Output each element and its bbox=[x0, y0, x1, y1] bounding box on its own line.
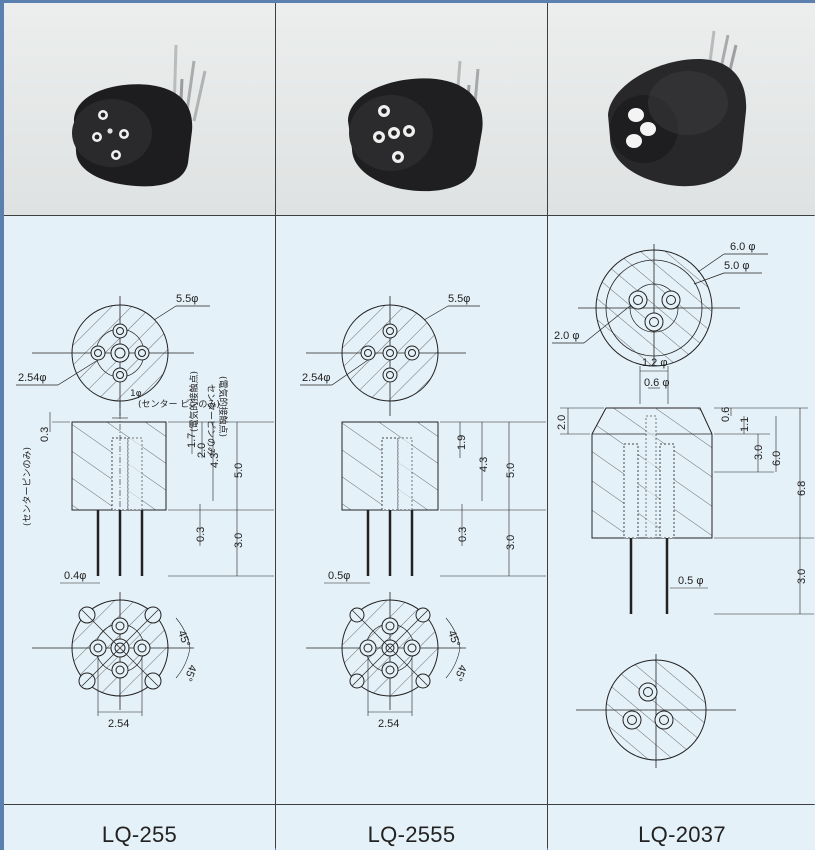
dim-body-2: 6.0 bbox=[771, 451, 783, 466]
dim-depth: 4.3 bbox=[478, 457, 490, 472]
connector-photo-3pin bbox=[608, 30, 747, 187]
dim-pin-len: 3.0 bbox=[505, 535, 517, 550]
photo-lq255 bbox=[4, 3, 275, 215]
dim-pin-len: 3.0 bbox=[796, 569, 808, 584]
dim-spacing: 2.54 bbox=[108, 718, 129, 730]
dim-top-1: 0.6 bbox=[720, 407, 732, 422]
contact-note-1: (電気的接触点) bbox=[188, 371, 200, 432]
model-label-lq255: LQ-255 bbox=[4, 805, 275, 850]
top-view: 5.5φ 2.54φ bbox=[300, 293, 480, 416]
dim-pin-dia: 0.4φ bbox=[64, 570, 86, 582]
dim-pin-len: 3.0 bbox=[233, 533, 245, 548]
dim-contact: 1.9 bbox=[456, 435, 468, 450]
photo-lq2555 bbox=[276, 3, 547, 215]
bottom-view: 45° 45° 2.54 bbox=[32, 592, 198, 730]
dim-hole-2: 0.6 φ bbox=[644, 377, 669, 389]
center-only-left: (センターピンのみ) bbox=[22, 447, 33, 526]
dim-center-pin: 1φ bbox=[130, 389, 142, 399]
dim-pin-dia: 0.5φ bbox=[328, 570, 350, 582]
technical-drawing-lq2555: 5.5φ 2.54φ 5.0 3.0 4.3 bbox=[300, 293, 546, 730]
connector-photo-5pin bbox=[348, 60, 483, 192]
dim-hole-1: 1.2 φ bbox=[642, 357, 667, 369]
dim-angle-2: 45° bbox=[181, 663, 198, 683]
dim-angle-2: 45° bbox=[451, 663, 468, 683]
bottom-view: 45° 45° 2.54 bbox=[306, 592, 468, 730]
dim-chamfer: 2.0 bbox=[556, 415, 568, 430]
dim-body-h: 5.0 bbox=[233, 463, 245, 478]
model-name: LQ-255 bbox=[101, 822, 178, 847]
center-pin-note: (センター ピンのみ) bbox=[138, 399, 220, 410]
model-label-lq2555: LQ-2555 bbox=[276, 805, 547, 850]
dim-outer-dia: 5.5φ bbox=[176, 293, 198, 305]
photo-lq2037 bbox=[548, 3, 815, 215]
dim-body-h: 5.0 bbox=[505, 463, 517, 478]
model-label-lq2037: LQ-2037 bbox=[548, 805, 815, 850]
drawing-lq2555: 5.5φ 2.54φ 5.0 3.0 4.3 bbox=[276, 216, 547, 804]
dim-contact-1: 1.7 bbox=[186, 433, 198, 448]
dim-pitch-dia: 2.0 φ bbox=[554, 330, 579, 342]
model-name: LQ-2555 bbox=[367, 822, 456, 847]
side-view: 5.0 3.0 4.3 1.7 2.0 (電気的接触点) センターピンのみ (電… bbox=[22, 371, 274, 584]
technical-drawing-lq255: 5.5φ 2.54φ 5.0 3.0 bbox=[16, 293, 274, 730]
drawing-lq2037: 6.0 φ 5.0 φ 2.0 φ 1.2 φ 0.6 φ bbox=[548, 216, 815, 804]
top-view: 5.5φ 2.54φ bbox=[16, 293, 210, 416]
top-view: 6.0 φ 5.0 φ 2.0 φ 1.2 φ 0.6 φ bbox=[552, 241, 768, 404]
side-view: 5.0 3.0 4.3 1.9 0.3 0.5φ bbox=[324, 421, 546, 584]
model-name: LQ-2037 bbox=[638, 822, 726, 847]
product-grid: 5.5φ 2.54φ 5.0 3.0 bbox=[4, 3, 815, 850]
connector-photo-4pin bbox=[72, 44, 207, 187]
dim-top-2: 1.1 bbox=[739, 417, 751, 432]
dim-body-1: 3.0 bbox=[753, 445, 765, 460]
dim-gap: 0.3 bbox=[195, 527, 207, 542]
dim-gap: 0.3 bbox=[457, 527, 469, 542]
dim-spacing: 2.54 bbox=[378, 718, 399, 730]
technical-drawing-lq2037: 6.0 φ 5.0 φ 2.0 φ 1.2 φ 0.6 φ bbox=[552, 241, 814, 768]
contact-note-3: (電気的接触点) bbox=[217, 376, 229, 437]
contact-note-2: センターピンのみ bbox=[205, 384, 216, 456]
dim-outer-dia: 6.0 φ bbox=[730, 241, 755, 253]
side-view: 2.0 0.6 1.1 3.0 6.0 6.8 3.0 0.5 φ bbox=[556, 407, 814, 615]
dim-pitch-dia: 2.54φ bbox=[18, 372, 47, 384]
dim-depth: 4.3 bbox=[209, 453, 221, 468]
dim-body-3: 6.8 bbox=[796, 481, 808, 496]
dim-angle-1: 45° bbox=[445, 629, 462, 649]
dim-pitch-dia: 2.54φ bbox=[302, 372, 331, 384]
bottom-view bbox=[576, 654, 736, 768]
dim-angle-1: 45° bbox=[175, 629, 192, 649]
dim-inner-dia: 5.0 φ bbox=[724, 260, 749, 272]
dim-top-offset: 0.3 bbox=[39, 427, 51, 442]
product-sheet: 5.5φ 2.54φ 5.0 3.0 bbox=[4, 3, 815, 850]
dim-pin-dia: 0.5 φ bbox=[678, 575, 703, 587]
drawing-lq255: 5.5φ 2.54φ 5.0 3.0 bbox=[4, 216, 275, 804]
dim-contact-2: 2.0 bbox=[196, 443, 208, 458]
dim-outer-dia: 5.5φ bbox=[448, 293, 470, 305]
